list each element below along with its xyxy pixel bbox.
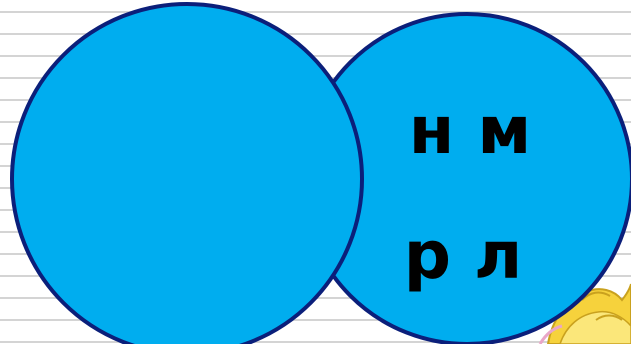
letters-row-1: н м — [409, 92, 532, 169]
left-circle — [12, 4, 362, 344]
letters-row-2: р л — [404, 217, 523, 294]
